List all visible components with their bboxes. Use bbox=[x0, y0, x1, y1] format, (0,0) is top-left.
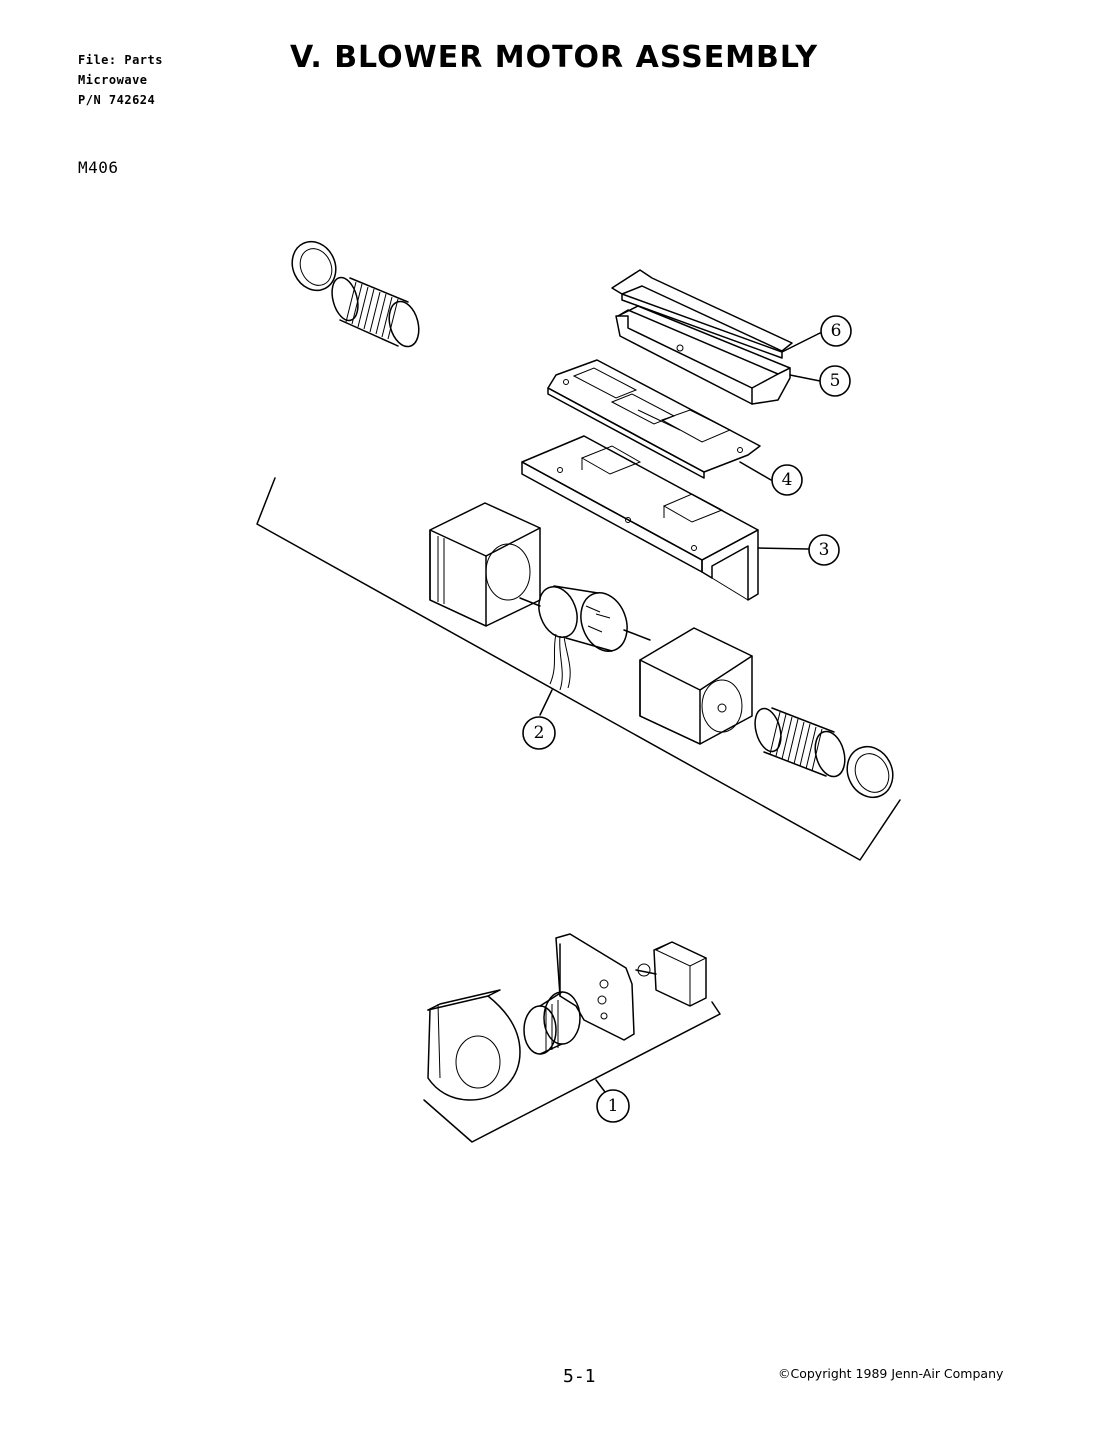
callout-1: 1 bbox=[596, 1089, 630, 1123]
leader-line-5 bbox=[789, 374, 821, 382]
part-4-mounting-plate bbox=[547, 359, 761, 479]
part-6-top-cover bbox=[611, 269, 793, 359]
callout-6-label: 6 bbox=[831, 321, 842, 341]
callout-4-label: 4 bbox=[782, 470, 793, 490]
left-blower-ring bbox=[291, 240, 337, 292]
header-category-line: Microwave bbox=[78, 73, 148, 87]
leader-line-3 bbox=[757, 547, 809, 550]
part-2-blower-motor bbox=[519, 585, 651, 691]
part-1-motor bbox=[635, 941, 708, 1007]
right-blower-ring bbox=[846, 745, 894, 799]
header-part-number-line: P/N 742624 bbox=[78, 93, 156, 107]
left-blower-wheel bbox=[331, 276, 420, 348]
leader-line-6 bbox=[781, 332, 821, 353]
copyright-notice: ©Copyright 1989 Jenn-Air Company bbox=[778, 1366, 1004, 1381]
callout-4: 4 bbox=[771, 464, 803, 496]
part-1-blower-wheel bbox=[523, 991, 581, 1055]
page-title: V. BLOWER MOTOR ASSEMBLY bbox=[290, 40, 819, 75]
part-1-mounting-plate bbox=[555, 933, 635, 1041]
page-number: 5-1 bbox=[563, 1366, 596, 1387]
part-3-blower-bracket bbox=[521, 435, 759, 601]
model-number: M406 bbox=[78, 158, 119, 177]
leader-line-4 bbox=[739, 461, 772, 481]
assembly-bracket-lower bbox=[423, 1001, 721, 1143]
part-1-blower-housing bbox=[427, 989, 521, 1101]
part-5-cover-frame bbox=[615, 305, 791, 405]
left-blower-housing bbox=[429, 502, 541, 627]
callout-2: 2 bbox=[522, 716, 556, 750]
callout-5: 5 bbox=[819, 365, 851, 397]
callout-5-label: 5 bbox=[830, 371, 841, 391]
callout-3-label: 3 bbox=[819, 540, 830, 560]
header-file-line: File: Parts bbox=[78, 53, 163, 67]
callout-6: 6 bbox=[820, 315, 852, 347]
assembly-bracket-upper bbox=[256, 477, 901, 861]
right-blower-housing bbox=[639, 627, 753, 745]
leader-line-2 bbox=[539, 689, 553, 716]
callout-3: 3 bbox=[808, 534, 840, 566]
callout-1-label: 1 bbox=[608, 1096, 619, 1116]
right-blower-wheel bbox=[754, 707, 846, 778]
callout-2-label: 2 bbox=[534, 723, 545, 743]
